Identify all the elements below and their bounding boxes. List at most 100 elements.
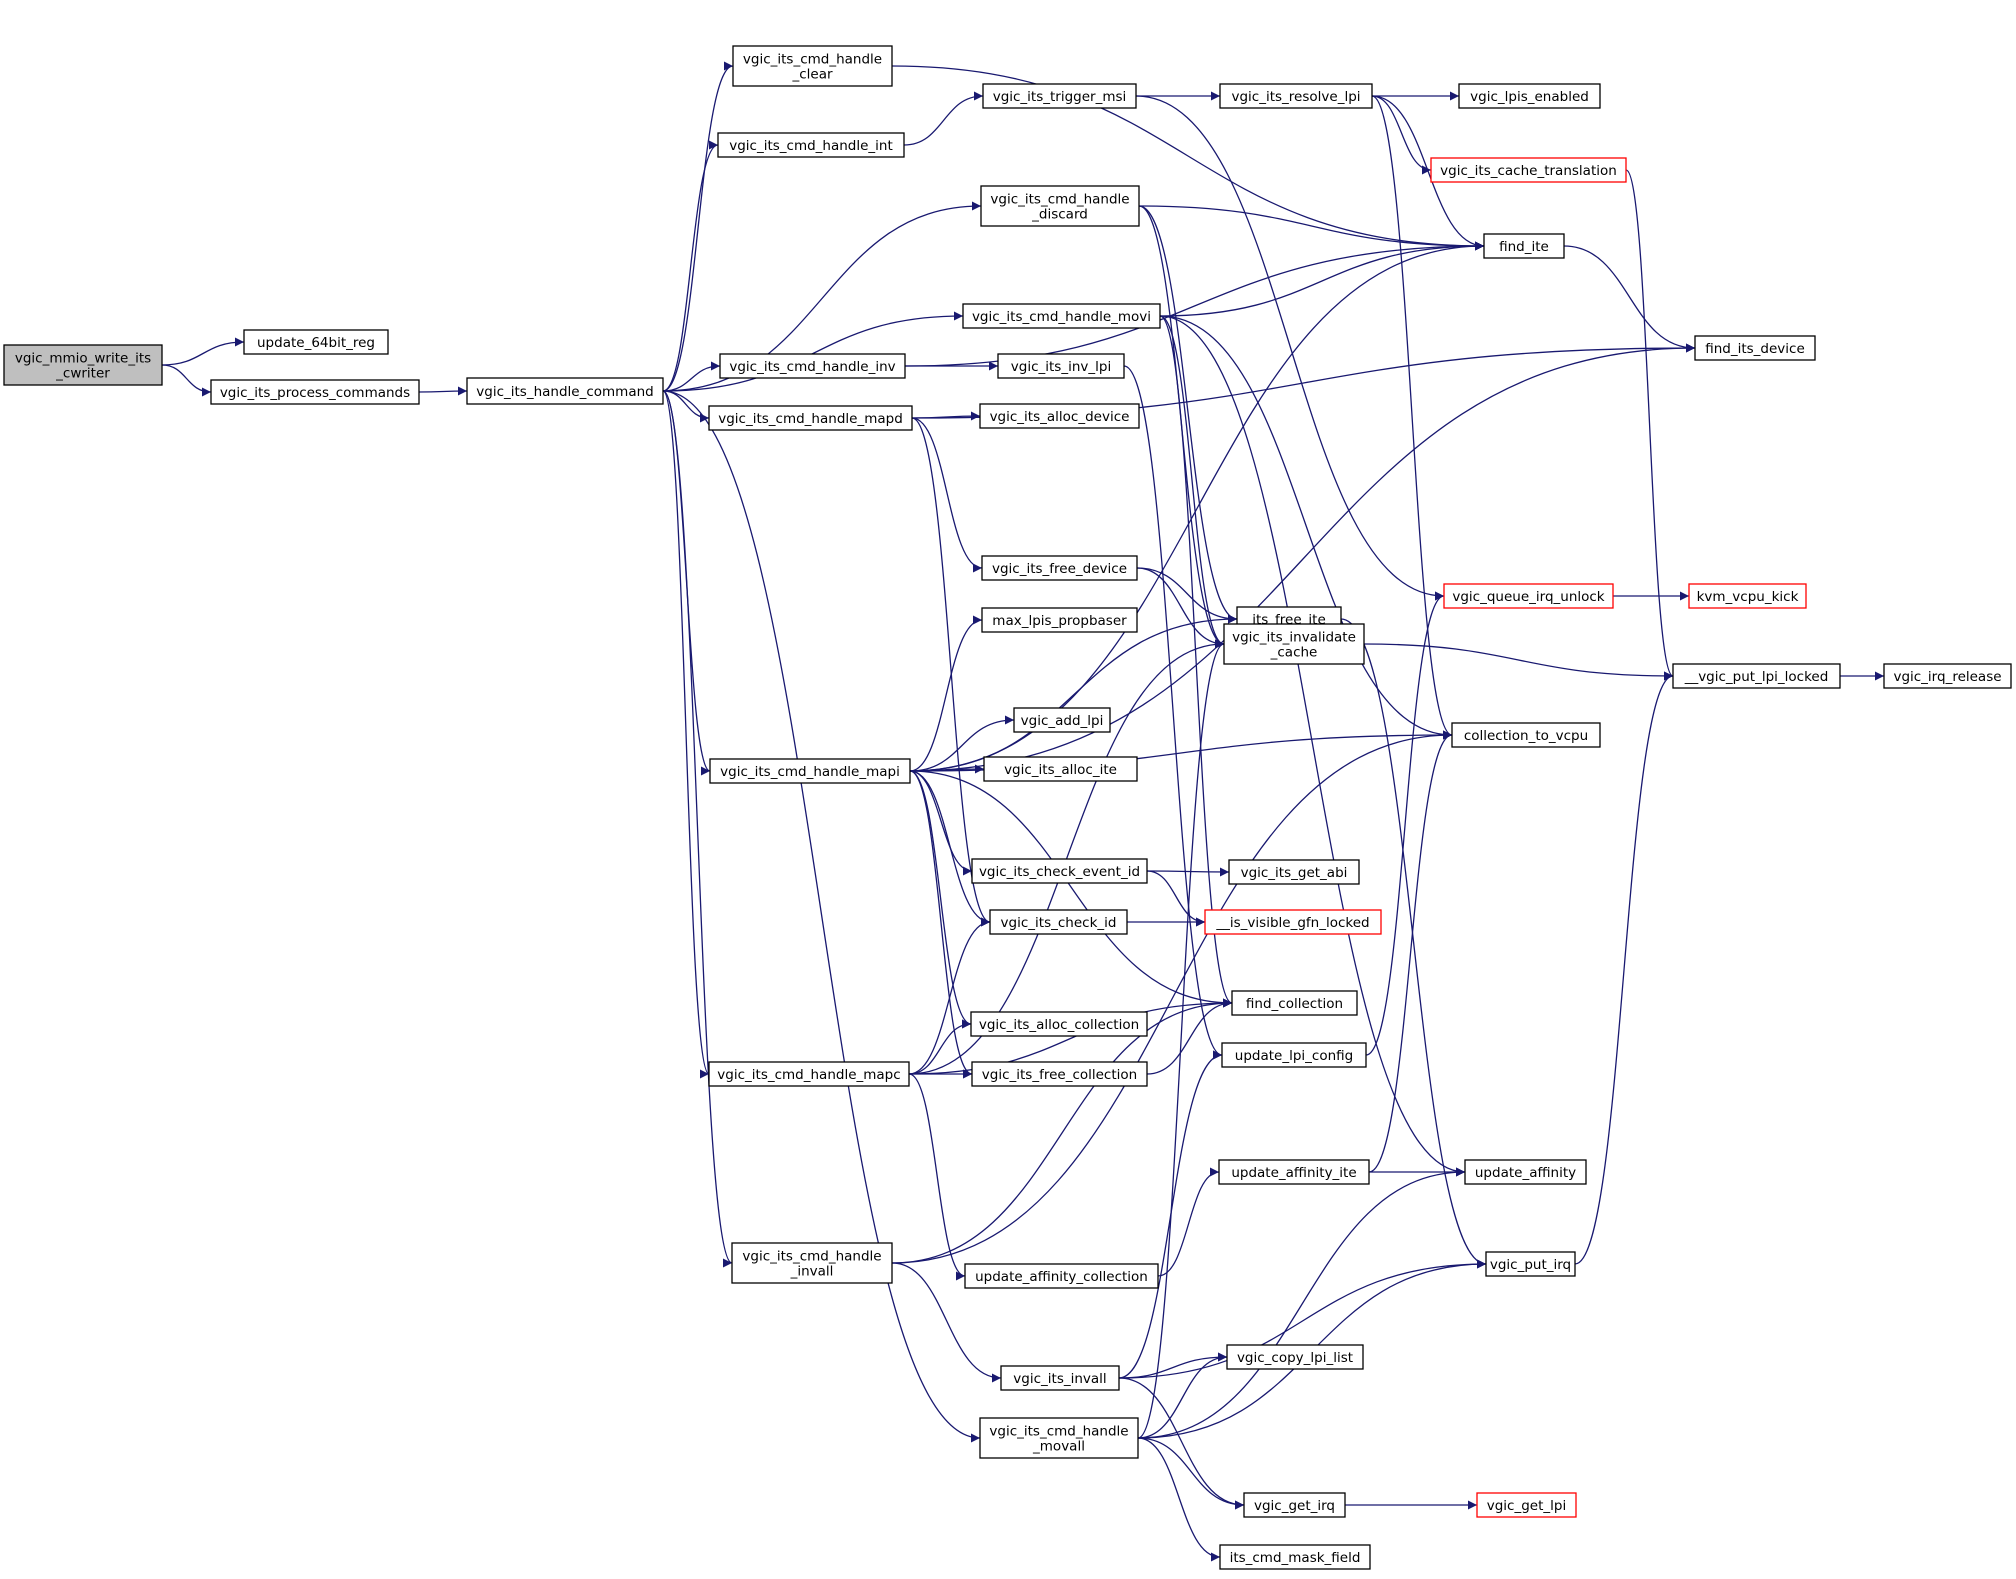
node-kvm-vcpu-kick[interactable]: kvm_vcpu_kick — [1688, 583, 1807, 609]
edge-resolve-lpi-to-collection-to-vcpu — [1371, 95, 1453, 740]
node-h-mapi[interactable]: vgic_its_cmd_handle_mapi — [709, 758, 911, 784]
node-update-64bit[interactable]: update_64bit_reg — [243, 329, 389, 355]
node-label: vgic_put_irq — [1490, 1257, 1571, 1273]
node-resolve-lpi[interactable]: vgic_its_resolve_lpi — [1219, 83, 1373, 109]
edge-h-movall-to-mask-field — [1137, 1437, 1221, 1562]
node-label: update_affinity_collection — [975, 1269, 1148, 1285]
node-label: __vgic_put_lpi_locked — [1684, 669, 1829, 685]
node-queue-irq-unlock[interactable]: vgic_queue_irq_unlock — [1443, 583, 1614, 609]
node-label: vgic_its_cmd_handle_int — [729, 138, 893, 154]
node-put-irq[interactable]: vgic_put_irq — [1485, 1251, 1576, 1277]
node-box — [1485, 1251, 1576, 1277]
node-label: vgic_its_cmd_handle — [742, 1249, 881, 1265]
edge-resolve-lpi-to-find-ite — [1371, 95, 1485, 251]
node-label: vgic_its_cache_translation — [1440, 163, 1617, 179]
node-label: vgic_its_cmd_handle_inv — [729, 359, 895, 375]
edge-its-free-ite-to-put-irq — [1340, 618, 1487, 1269]
node-box — [997, 353, 1125, 379]
node-update-lpi-config[interactable]: update_lpi_config — [1221, 1042, 1367, 1068]
node-put-lpi-locked[interactable]: __vgic_put_lpi_locked — [1672, 663, 1841, 689]
edge-h-discard-to-its-free-ite — [1138, 205, 1238, 624]
node-alloc-ite[interactable]: vgic_its_alloc_ite — [983, 756, 1138, 782]
node-mask-field[interactable]: its_cmd_mask_field — [1219, 1544, 1371, 1570]
node-find-ite[interactable]: find_ite — [1483, 233, 1565, 259]
edge-trigger-msi-to-queue-irq-unlock — [1135, 95, 1445, 601]
edge-h-movi-to-collection-to-vcpu — [1159, 315, 1453, 740]
node-label: vgic_its_check_id — [1001, 915, 1117, 931]
node-is-visible-gfn[interactable]: __is_visible_gfn_locked — [1204, 909, 1382, 935]
node-box — [982, 83, 1137, 109]
node-root[interactable]: vgic_mmio_write_its_cwriter — [3, 344, 163, 386]
edge-h-clear-to-find-ite — [891, 65, 1485, 251]
node-h-invall[interactable]: vgic_its_cmd_handle_invall — [731, 1242, 893, 1284]
node-free-device[interactable]: vgic_its_free_device — [981, 555, 1138, 581]
node-box — [979, 403, 1140, 429]
edge-root-to-update-64bit — [161, 337, 245, 366]
node-h-inv[interactable]: vgic_its_cmd_handle_inv — [719, 353, 906, 379]
node-box — [962, 303, 1161, 329]
edge-h-mapi-to-find-ite — [909, 241, 1485, 772]
node-h-mapd[interactable]: vgic_its_cmd_handle_mapd — [708, 405, 913, 431]
node-label: vgic_its_inv_lpi — [1011, 359, 1111, 375]
edge-handle-command-to-h-movall — [662, 390, 981, 1443]
node-h-clear[interactable]: vgic_its_cmd_handle_clear — [732, 45, 893, 87]
node-h-int[interactable]: vgic_its_cmd_handle_int — [717, 132, 905, 158]
node-find-collection[interactable]: find_collection — [1231, 990, 1358, 1016]
node-h-movall[interactable]: vgic_its_cmd_handle_movall — [979, 1417, 1139, 1459]
node-box — [1219, 1544, 1371, 1570]
node-update-affinity[interactable]: update_affinity — [1464, 1159, 1587, 1185]
node-find-its-device[interactable]: find_its_device — [1694, 335, 1816, 361]
node-label: _invall — [790, 1264, 834, 1280]
node-add-lpi[interactable]: vgic_add_lpi — [1013, 707, 1111, 733]
node-label: vgic_its_cmd_handle_mapd — [718, 411, 903, 427]
node-check-event-id[interactable]: vgic_its_check_event_id — [971, 858, 1148, 884]
node-cache-translation[interactable]: vgic_its_cache_translation — [1430, 157, 1627, 183]
node-label: vgic_its_alloc_collection — [979, 1017, 1139, 1033]
node-check-id[interactable]: vgic_its_check_id — [989, 909, 1128, 935]
node-update-affinity-coll[interactable]: update_affinity_collection — [964, 1263, 1159, 1289]
edge-h-movall-to-update-affinity — [1137, 1167, 1466, 1439]
node-box — [1688, 583, 1807, 609]
node-get-lpi[interactable]: vgic_get_lpi — [1476, 1492, 1577, 1518]
node-get-irq[interactable]: vgic_get_irq — [1243, 1492, 1346, 1518]
node-inv-lpi[interactable]: vgic_its_inv_lpi — [997, 353, 1125, 379]
node-h-mapc[interactable]: vgic_its_cmd_handle_mapc — [708, 1061, 910, 1087]
node-box — [717, 132, 905, 158]
node-max-lpis[interactable]: max_lpis_propbaser — [981, 607, 1138, 633]
node-h-movi[interactable]: vgic_its_cmd_handle_movi — [962, 303, 1161, 329]
edge-put-irq-to-put-lpi-locked — [1574, 671, 1674, 1265]
node-label: vgic_its_get_abi — [1241, 865, 1348, 881]
node-label: vgic_its_cmd_handle — [743, 52, 882, 68]
edge-resolve-lpi-to-cache-translation — [1371, 95, 1432, 175]
node-invalidate-cache[interactable]: vgic_its_invalidate_cache — [1223, 623, 1365, 665]
node-alloc-device[interactable]: vgic_its_alloc_device — [979, 403, 1140, 429]
node-handle-command[interactable]: vgic_its_handle_command — [466, 377, 664, 405]
node-alloc-collection[interactable]: vgic_its_alloc_collection — [970, 1011, 1148, 1037]
node-label: vgic_its_free_collection — [982, 1067, 1137, 1083]
node-label: vgic_its_cmd_handle_mapc — [717, 1067, 900, 1083]
node-label: vgic_its_cmd_handle_movi — [972, 309, 1151, 325]
edge-update-affinity-ite-to-collection-to-vcpu — [1368, 730, 1453, 1173]
node-label: find_ite — [1499, 239, 1549, 255]
node-box — [719, 353, 906, 379]
node-collection-to-vcpu[interactable]: collection_to_vcpu — [1451, 722, 1601, 748]
node-label: _discard — [1031, 207, 1088, 223]
edge-update-lpi-config-to-queue-irq-unlock — [1365, 591, 1445, 1056]
node-label: vgic_its_alloc_ite — [1004, 762, 1117, 778]
node-h-discard[interactable]: vgic_its_cmd_handle_discard — [980, 185, 1140, 227]
node-get-abi[interactable]: vgic_its_get_abi — [1228, 859, 1360, 885]
node-update-affinity-ite[interactable]: update_affinity_ite — [1218, 1159, 1370, 1185]
node-trigger-msi[interactable]: vgic_its_trigger_msi — [982, 83, 1137, 109]
node-its-invall[interactable]: vgic_its_invall — [1000, 1365, 1120, 1391]
node-label: vgic_its_invalidate — [1232, 630, 1356, 646]
node-lpis-enabled[interactable]: vgic_lpis_enabled — [1458, 83, 1601, 109]
node-process-cmds[interactable]: vgic_its_process_commands — [210, 379, 420, 405]
node-box — [989, 909, 1128, 935]
node-label: vgic_lpis_enabled — [1470, 89, 1589, 105]
node-irq-release[interactable]: vgic_irq_release — [1883, 663, 2012, 689]
node-copy-lpi-list[interactable]: vgic_copy_lpi_list — [1226, 1344, 1364, 1370]
edge-check-event-id-to-get-abi — [1146, 867, 1230, 877]
node-free-collection[interactable]: vgic_its_free_collection — [971, 1061, 1148, 1087]
node-label: vgic_its_trigger_msi — [993, 89, 1127, 105]
